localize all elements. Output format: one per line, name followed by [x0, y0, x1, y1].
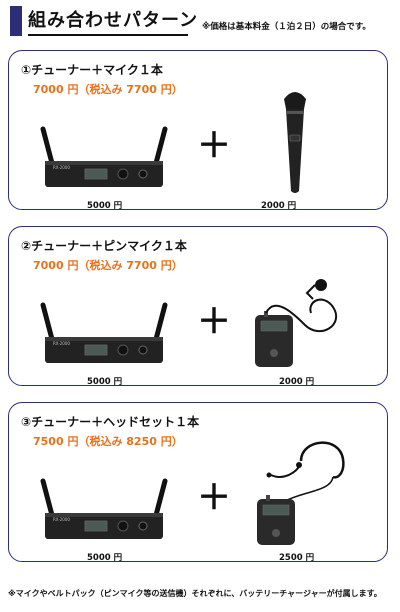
device-price: 2000 円: [279, 377, 315, 387]
svg-text:RX-2000: RX-2000: [53, 165, 70, 170]
pin-mic-transmitter-icon: [255, 279, 338, 367]
device-price: 2500 円: [279, 553, 315, 563]
device-price: 2000 円: [261, 201, 297, 211]
combo-price: 7500 円（税込み 8250 円）: [33, 435, 183, 448]
tuner-price: 5000 円: [87, 377, 123, 387]
combo-panel-3: ③チューナー＋ヘッドセット１本 7500 円（税込み 8250 円） RX-20…: [8, 402, 388, 563]
plus-sign: ＋: [197, 478, 231, 518]
receiver-tuner-icon: RX-2000: [40, 302, 168, 363]
combo-panel-1: ①チューナー＋マイク１本 7000 円（税込み 7700 円） RX-2000 …: [8, 50, 388, 211]
combo-price: 7000 円（税込み 7700 円）: [33, 83, 183, 96]
combo-title: ③チューナー＋ヘッドセット１本: [21, 415, 200, 429]
combo-panel-2: ②チューナー＋ピンマイク１本 7000 円（税込み 7700 円） RX-200…: [8, 226, 388, 387]
title-underline: [28, 34, 188, 36]
battery-charger-note: ※マイクやベルトパック（ピンマイク等の送信機）それぞれに、バッテリーチャージャー…: [8, 589, 382, 598]
price-basis-note: ※価格は基本料金（１泊２日）の場合です。: [202, 22, 371, 32]
combo-title: ②チューナー＋ピンマイク１本: [21, 239, 187, 253]
receiver-tuner-icon: RX-2000: [40, 126, 168, 187]
svg-text:RX-2000: RX-2000: [53, 517, 70, 522]
plus-sign: ＋: [197, 302, 231, 342]
plus-sign: ＋: [197, 126, 231, 166]
combo-title: ①チューナー＋マイク１本: [21, 63, 163, 77]
tuner-price: 5000 円: [87, 201, 123, 211]
svg-text:RX-2000: RX-2000: [53, 341, 70, 346]
page-title: 組み合わせパターン: [28, 10, 199, 31]
handheld-mic-icon: [284, 92, 306, 193]
page-header: 組み合わせパターン ※価格は基本料金（１泊２日）の場合です。: [0, 0, 400, 44]
tuner-price: 5000 円: [87, 553, 123, 563]
combo-price: 7000 円（税込み 7700 円）: [33, 259, 183, 272]
headset-transmitter-icon: [257, 441, 345, 545]
header-accent-bar: [10, 6, 22, 36]
receiver-tuner-icon: RX-2000: [40, 478, 168, 539]
